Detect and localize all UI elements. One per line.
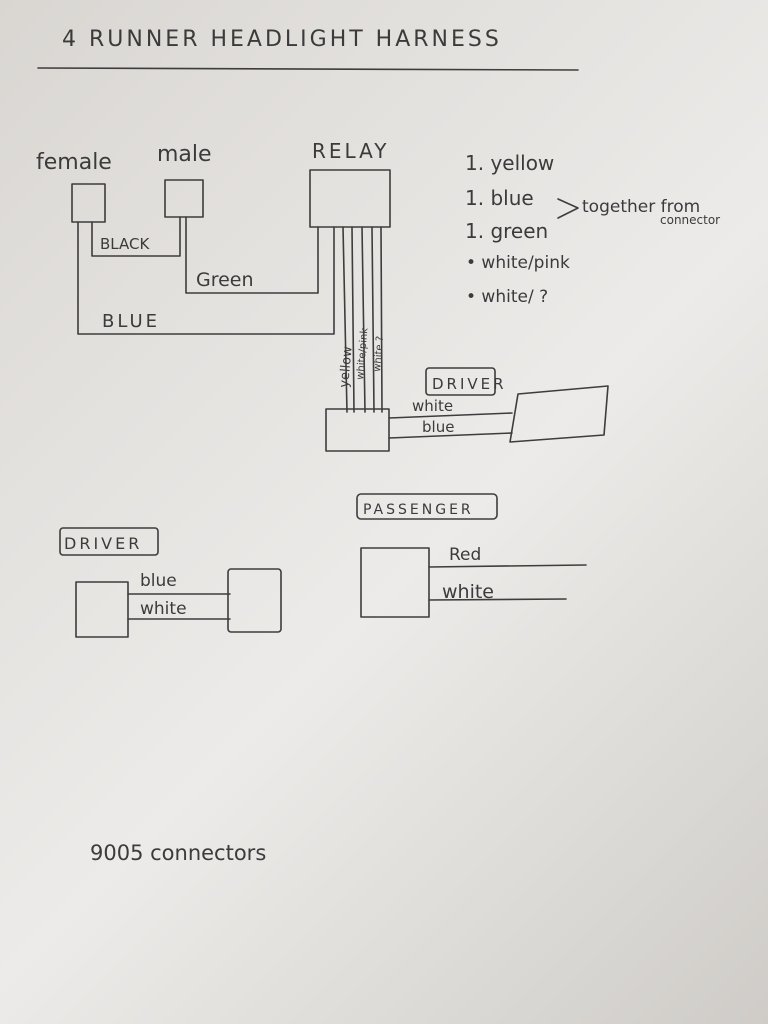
green-wire-label: Green <box>196 269 254 291</box>
blue-wire <box>77 221 335 335</box>
driver-section-blue-label: blue <box>140 571 177 591</box>
note-item: 1. blue <box>465 186 534 210</box>
relay-label: RELAY <box>312 139 389 163</box>
relay-wire-white: white ? <box>372 336 386 373</box>
driver-blue-wire <box>388 432 513 439</box>
driver-tag: DRIVER <box>432 375 507 393</box>
female-label: female <box>36 150 112 175</box>
passenger-red-label: Red <box>449 545 481 565</box>
passenger-tag-box <box>356 493 498 520</box>
female-connector <box>71 183 106 223</box>
driver-tag-box <box>425 367 496 396</box>
wire-notes: 1. yellow 1. blue 1. green • white/pink … <box>465 151 570 307</box>
passenger-white-wire <box>428 598 567 601</box>
note-item: 1. yellow <box>465 151 554 175</box>
note-item: 1. green <box>465 219 548 243</box>
relay-lower-connector <box>325 408 390 452</box>
driver-left-connector <box>75 581 129 638</box>
page-title: 4 RUNNER HEADLIGHT HARNESS <box>62 27 502 52</box>
male-connector <box>164 179 204 218</box>
relay-wire-white-pink: white/pink <box>355 327 371 380</box>
driver-right-connector <box>227 568 282 633</box>
note-item: • white/pink <box>466 253 570 273</box>
relay-box <box>309 169 391 228</box>
black-wire-label: BLACK <box>100 235 150 253</box>
driver-white-label: white <box>412 397 453 415</box>
passenger-white-label: white <box>442 581 494 603</box>
brace-note-line2: connector <box>660 213 720 227</box>
title-underline <box>37 67 579 71</box>
relay-output-wires <box>342 226 383 413</box>
male-label: male <box>157 142 212 167</box>
relay-wire-yellow: yellow <box>337 345 356 388</box>
brace-arrow <box>557 198 579 219</box>
driver-section-tag-box <box>59 527 159 556</box>
passenger-red-wire <box>428 564 587 568</box>
driver-blue-label: blue <box>422 418 454 436</box>
blue-wire-label: BLUE <box>102 311 160 332</box>
driver-white-wire <box>388 412 513 419</box>
note-item: • white/ ? <box>466 287 548 307</box>
driver-section-tag: DRIVER <box>64 534 142 553</box>
passenger-tag: PASSENGER <box>363 502 474 518</box>
footer-note: 9005 connectors <box>90 841 266 865</box>
black-wire <box>91 216 181 257</box>
driver-headlight-connector <box>509 385 609 443</box>
brace-note-line1: together from <box>582 197 700 217</box>
driver-section-white-label: white <box>140 599 187 619</box>
green-wire <box>185 216 319 294</box>
passenger-connector <box>360 547 430 618</box>
